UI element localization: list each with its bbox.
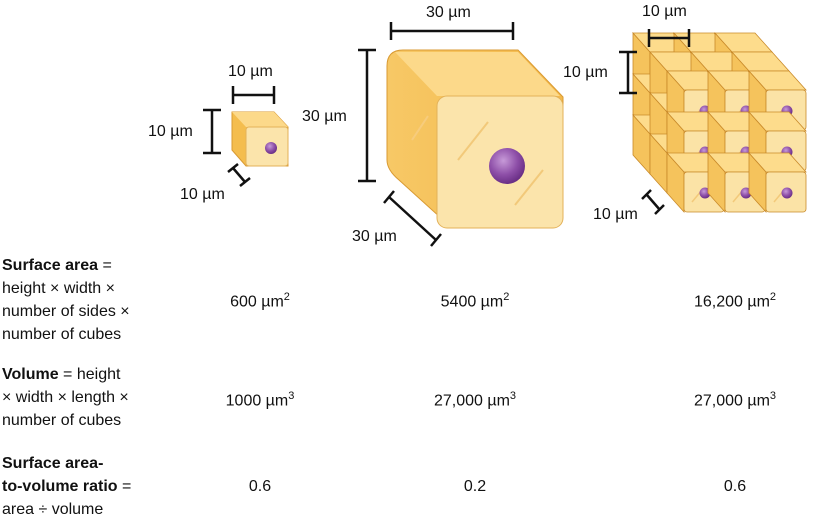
surface-area-large: 5400 µm2 [440,291,510,311]
grid-height-bracket [619,50,637,95]
small-cube [231,111,289,167]
volume-large: 27,000 µm3 [433,390,517,410]
ratio-large: 0.2 [463,478,487,495]
ratio-small: 0.6 [248,478,272,495]
grid-width-label: 10 µm [642,3,687,20]
volume-title: Volume [2,366,59,383]
small-depth-bracket [227,163,251,187]
ratio-grid: 0.6 [723,478,747,495]
large-depth-label: 30 µm [352,228,397,245]
grid-cube [632,31,807,214]
volume-formula: Volume = height × width × length × numbe… [2,366,129,429]
large-height-label: 30 µm [302,108,347,125]
grid-height-label: 10 µm [563,64,608,81]
surface-area-grid: 16,200 µm2 [693,291,777,311]
small-width-bracket [231,86,276,104]
surface-area-title: Surface area [2,257,99,274]
grid-width-bracket [647,29,691,47]
unit-cube [748,151,807,214]
small-height-label: 10 µm [148,123,193,140]
large-height-bracket [358,48,376,183]
large-depth-bracket [383,190,442,247]
large-cube [386,49,564,229]
ratio-formula: Surface area- to-volume ratio = area ÷ v… [2,455,132,518]
surface-area-formula: Surface area = height × width × number o… [2,257,130,343]
cube-diagram: 10 µm 10 µm 10 µm 30 µm 30 µm 30 µm [148,3,807,247]
surface-area-small: 600 µm2 [230,291,290,311]
ratio-title-1: Surface area- [2,455,104,472]
ratio-title-2: to-volume ratio [2,478,118,495]
small-width-label: 10 µm [228,63,273,80]
volume-small: 1000 µm3 [225,390,295,410]
volume-grid: 27,000 µm3 [693,390,777,410]
nucleus-icon [489,148,525,184]
nucleus-icon [265,142,277,154]
small-depth-label: 10 µm [180,186,225,203]
large-width-label: 30 µm [426,4,471,21]
grid-depth-label: 10 µm [593,206,638,223]
small-height-bracket [203,108,221,155]
nucleus-icon [781,187,793,199]
large-width-bracket [389,22,515,40]
grid-depth-bracket [641,189,665,215]
